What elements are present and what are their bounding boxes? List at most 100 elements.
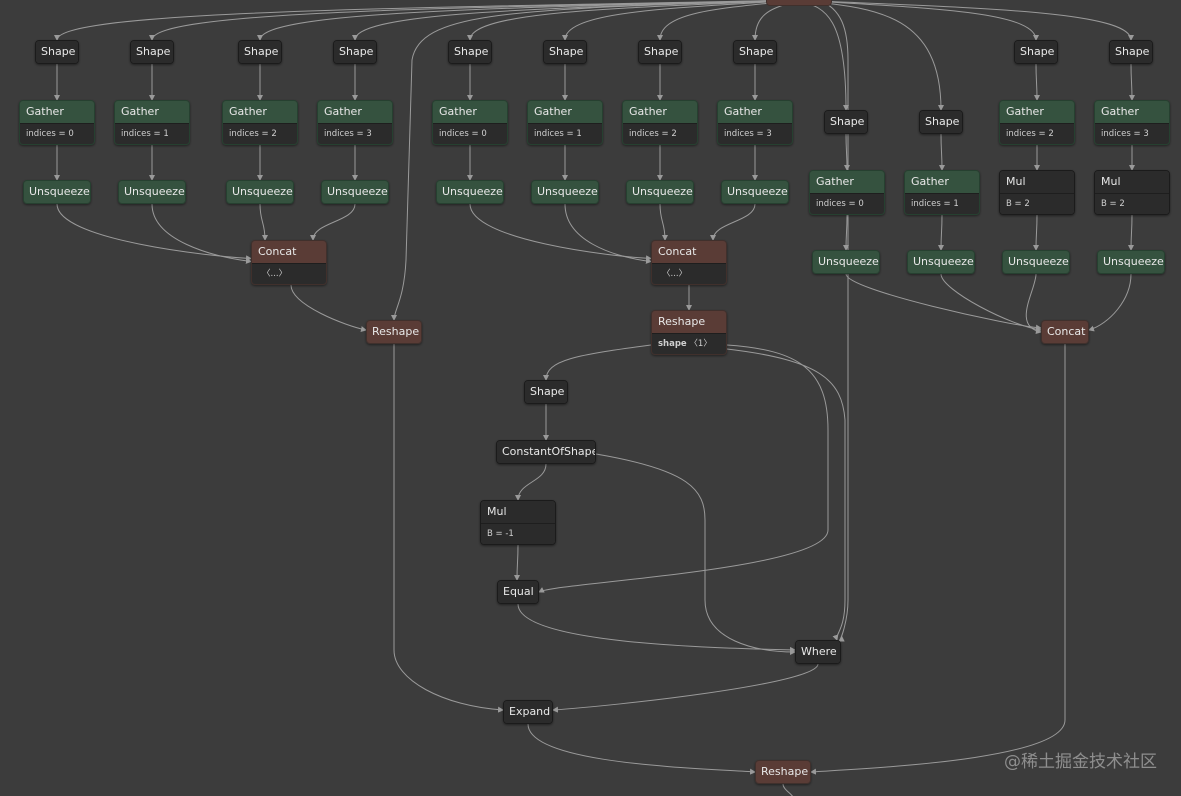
edge <box>391 0 789 321</box>
unsqueeze-node-9[interactable]: Unsqueeze <box>812 250 880 274</box>
shape-node-13[interactable]: Shape <box>524 380 568 404</box>
shape-node-12[interactable]: Shape <box>1109 40 1153 64</box>
shape-node-5[interactable]: Shape <box>448 40 492 64</box>
node-label: Gather <box>433 101 507 123</box>
edge <box>310 203 356 241</box>
expand-node[interactable]: Expand <box>503 700 553 724</box>
concat-node-1[interactable]: Concat〈...〉 <box>251 240 327 285</box>
where-node[interactable]: Where <box>795 640 841 664</box>
top-input-node[interactable] <box>766 0 832 6</box>
edge <box>843 133 850 171</box>
constant-of-shape-node[interactable]: ConstantOfShape <box>496 440 596 464</box>
node-label: Shape <box>36 41 78 63</box>
node-label: Unsqueeze <box>1003 251 1069 273</box>
edge <box>845 273 1042 331</box>
node-label: Unsqueeze <box>532 181 598 203</box>
edge <box>1128 63 1135 101</box>
unsqueeze-node-7[interactable]: Unsqueeze <box>626 180 694 204</box>
unsqueeze-node-1[interactable]: Unsqueeze <box>23 180 91 204</box>
node-label: Mul <box>481 501 555 523</box>
node-label: Unsqueeze <box>119 181 185 203</box>
edge <box>257 0 799 41</box>
node-attribute: 〈...〉 <box>652 263 726 284</box>
node-label: Reshape <box>652 311 726 333</box>
watermark-text: @稀土掘金技术社区 <box>1004 752 1157 772</box>
edge <box>514 544 521 581</box>
node-label: Gather <box>115 101 189 123</box>
edge <box>469 203 652 262</box>
node-label: Equal <box>498 581 538 603</box>
edge <box>515 463 547 501</box>
node-label: Reshape <box>367 321 421 343</box>
node-label: Shape <box>639 41 681 63</box>
unsqueeze-node-11[interactable]: Unsqueeze <box>1002 250 1070 274</box>
unsqueeze-node-10[interactable]: Unsqueeze <box>907 250 975 274</box>
shape-node-8[interactable]: Shape <box>733 40 777 64</box>
node-attribute: shape 〈1〉 <box>652 333 726 354</box>
unsqueeze-node-3[interactable]: Unsqueeze <box>226 180 294 204</box>
edge <box>595 453 796 655</box>
edge <box>393 344 504 713</box>
node-label: Shape <box>239 41 281 63</box>
node-label: Shape <box>825 111 867 133</box>
shape-node-6[interactable]: Shape <box>543 40 587 64</box>
node-label: Shape <box>131 41 173 63</box>
edge <box>797 0 1039 41</box>
unsqueeze-node-2[interactable]: Unsqueeze <box>118 180 186 204</box>
edge <box>940 273 1042 333</box>
edge <box>543 344 652 381</box>
node-label: Gather <box>905 171 979 193</box>
edge <box>938 133 945 171</box>
shape-node-11[interactable]: Shape <box>1014 40 1058 64</box>
node-label: Reshape <box>756 761 810 783</box>
unsqueeze-node-12[interactable]: Unsqueeze <box>1097 250 1165 274</box>
edge <box>1088 273 1132 332</box>
attr-key: shape <box>658 339 687 349</box>
edge <box>151 203 252 264</box>
concat-node-2[interactable]: Concat〈...〉 <box>651 240 727 285</box>
node-attribute: indices = 3 <box>718 123 792 144</box>
reshape-node-3[interactable]: Reshape <box>755 760 811 784</box>
shape-node-1[interactable]: Shape <box>35 40 79 64</box>
shape-node-9[interactable]: Shape <box>824 110 868 134</box>
shape-node-7[interactable]: Shape <box>638 40 682 64</box>
shape-node-10[interactable]: Shape <box>919 110 963 134</box>
reshape-node-1[interactable]: Reshape <box>366 320 422 344</box>
node-attribute: indices = 0 <box>20 123 94 144</box>
unsqueeze-node-4[interactable]: Unsqueeze <box>321 180 389 204</box>
edge <box>817 0 849 642</box>
edge <box>938 214 945 251</box>
unsqueeze-node-8[interactable]: Unsqueeze <box>721 180 789 204</box>
concat-node-3[interactable]: Concat <box>1041 320 1089 344</box>
node-label: Gather <box>20 101 94 123</box>
shape-node-3[interactable]: Shape <box>238 40 282 64</box>
edge <box>527 723 756 775</box>
edge <box>843 214 850 251</box>
equal-node[interactable]: Equal <box>497 580 539 604</box>
node-attribute: 〈...〉 <box>252 263 326 284</box>
node-label: Unsqueeze <box>722 181 788 203</box>
shape-node-2[interactable]: Shape <box>130 40 174 64</box>
reshape-node-2[interactable]: Reshape shape 〈1〉 <box>651 310 727 355</box>
unsqueeze-node-5[interactable]: Unsqueeze <box>436 180 504 204</box>
shape-node-4[interactable]: Shape <box>333 40 377 64</box>
node-attribute: indices = 1 <box>905 193 979 214</box>
unsqueeze-node-6[interactable]: Unsqueeze <box>531 180 599 204</box>
edge <box>797 0 1134 41</box>
edge <box>56 203 252 262</box>
